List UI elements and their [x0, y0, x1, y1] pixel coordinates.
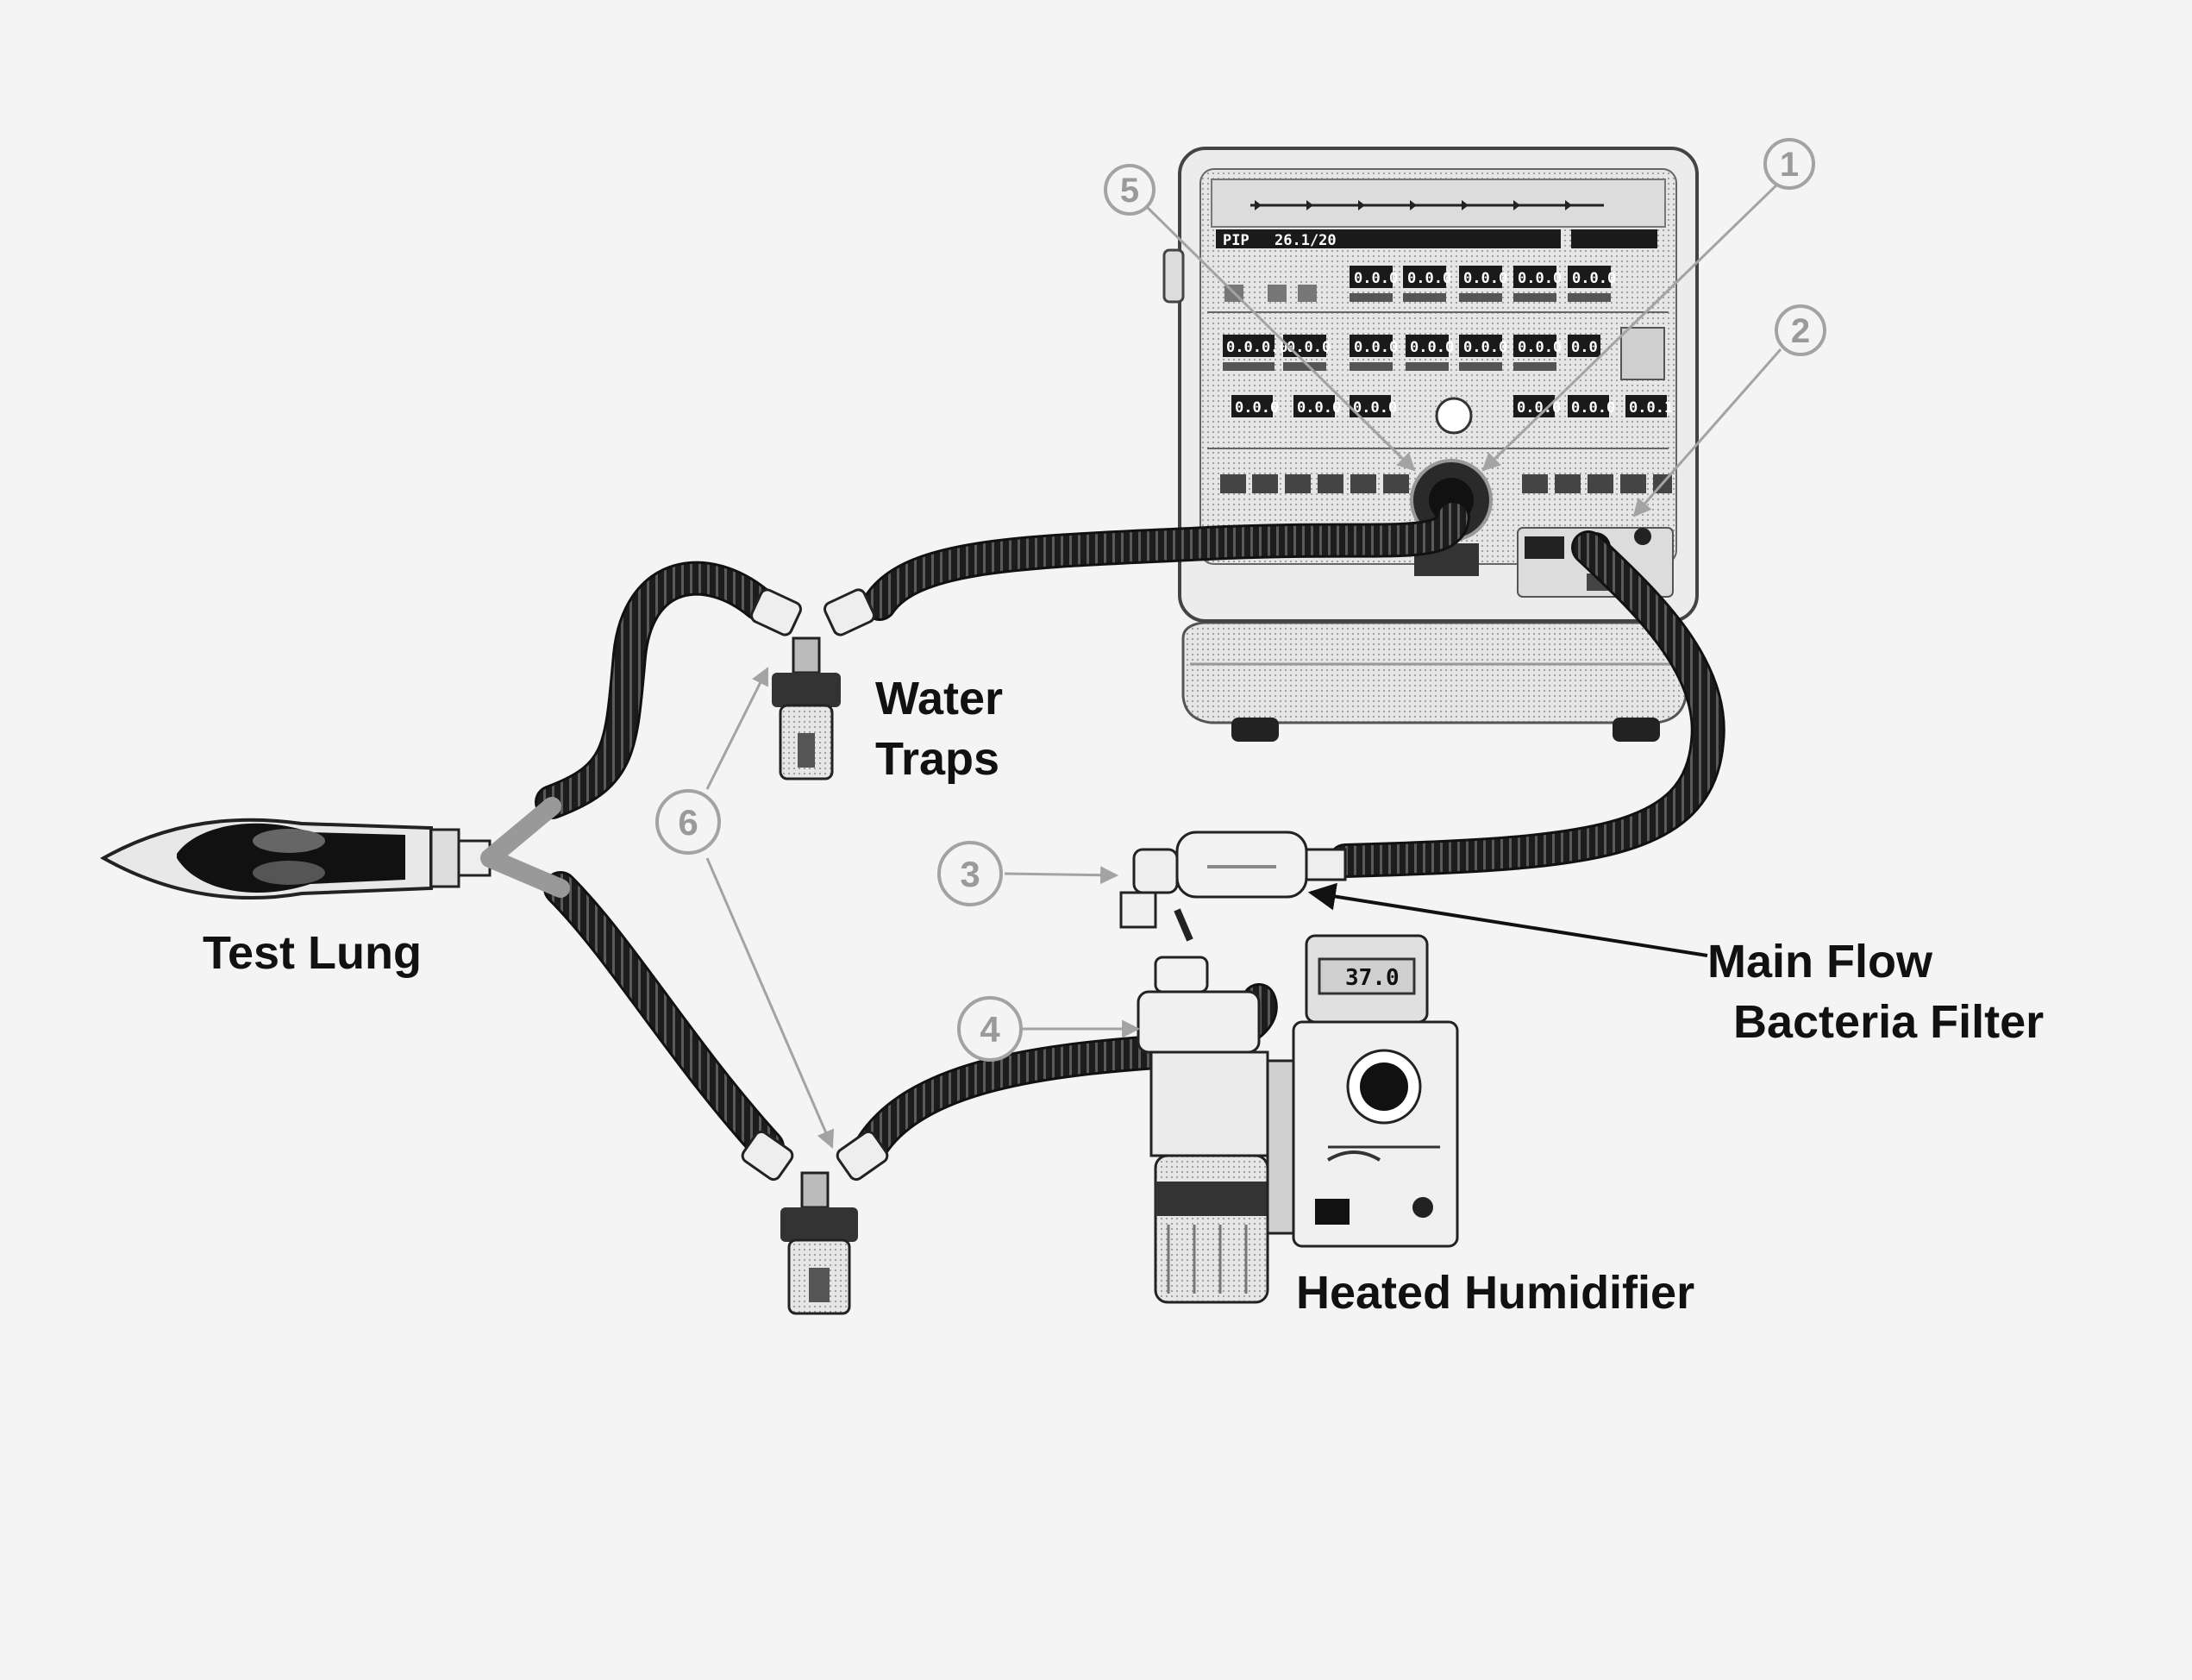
label-water-traps-line2: Traps — [875, 733, 999, 785]
callout-4: 4 — [957, 996, 1023, 1062]
heated-humidifier: 37.0 — [1137, 934, 1459, 1304]
ventilator: PIP 26.1/20 0.0.0 0.0.0 0.0.0 0.0.0 0.0.… — [1162, 147, 1699, 742]
ventilator-knob — [1435, 397, 1473, 435]
ventilator-display-value: 26.1/20 — [1274, 232, 1337, 249]
readout-1-3: 0.0.0 — [1463, 270, 1507, 287]
svg-text:3: 3 — [960, 854, 980, 894]
readout-2-4: 0.0.0 — [1410, 339, 1454, 356]
readout-2-1: 0.0.0.0 — [1226, 339, 1288, 356]
readout-1-2: 0.0.0 — [1407, 270, 1451, 287]
breathing-circuit-tubes — [535, 500, 1725, 1164]
readout-row-3: 0.0.0 0.0.0 0.0.0 0.0.0 0.0.0 0.0.1 — [1231, 395, 1673, 435]
label-test-lung: Test Lung — [203, 927, 422, 979]
callout-6: 6 — [655, 789, 721, 855]
readout-1-1: 0.0.0 — [1354, 270, 1398, 287]
readout-3-6: 0.0.1 — [1629, 399, 1673, 417]
main-flow-bacteria-filter — [1119, 831, 1347, 942]
svg-text:5: 5 — [1120, 172, 1139, 210]
bacteria-filter-pointer — [1307, 882, 1708, 957]
label-main-flow-line2: Bacteria Filter — [1733, 996, 2044, 1048]
callout-2: 2 — [1775, 304, 1826, 356]
svg-text:4: 4 — [980, 1009, 1000, 1050]
svg-text:1: 1 — [1780, 146, 1799, 184]
readout-row-1: 0.0.0 0.0.0 0.0.0 0.0.0 0.0.0 — [1224, 266, 1616, 302]
readout-3-5: 0.0.0 — [1571, 399, 1615, 417]
readout-2-7: 0.0 — [1571, 339, 1598, 356]
label-main-flow-line1: Main Flow — [1707, 936, 1933, 987]
callout-3: 3 — [937, 841, 1003, 906]
readout-1-4: 0.0.0 — [1518, 270, 1562, 287]
water-trap-upper — [750, 588, 875, 780]
humidifier-display-value: 37.0 — [1345, 965, 1400, 991]
readout-2-3: 0.0.0 — [1354, 339, 1398, 356]
readout-3-2: 0.0.0 — [1297, 399, 1341, 417]
readout-2-2: 0.0.0 — [1287, 339, 1331, 356]
label-heated-humidifier: Heated Humidifier — [1296, 1267, 1694, 1319]
water-trap-lower — [741, 1130, 889, 1315]
ventilator-display-label: PIP — [1223, 232, 1249, 249]
callout-arrows — [705, 179, 1782, 1149]
readout-row-2: 0.0.0.0 0.0.0 0.0.0 0.0.0 0.0.0 0.0.0 0.… — [1223, 327, 1665, 380]
readout-3-3: 0.0.0 — [1353, 399, 1397, 417]
label-water-traps-line1: Water — [875, 673, 1003, 724]
test-lung — [99, 797, 570, 900]
callout-5: 5 — [1104, 164, 1155, 216]
svg-text:6: 6 — [678, 802, 698, 843]
readout-1-5: 0.0.0 — [1572, 270, 1616, 287]
readout-3-1: 0.0.0 — [1235, 399, 1279, 417]
readout-2-5: 0.0.0 — [1463, 339, 1507, 356]
callout-1: 1 — [1763, 138, 1815, 190]
svg-text:2: 2 — [1791, 312, 1810, 350]
readout-2-6: 0.0.0 — [1518, 339, 1562, 356]
